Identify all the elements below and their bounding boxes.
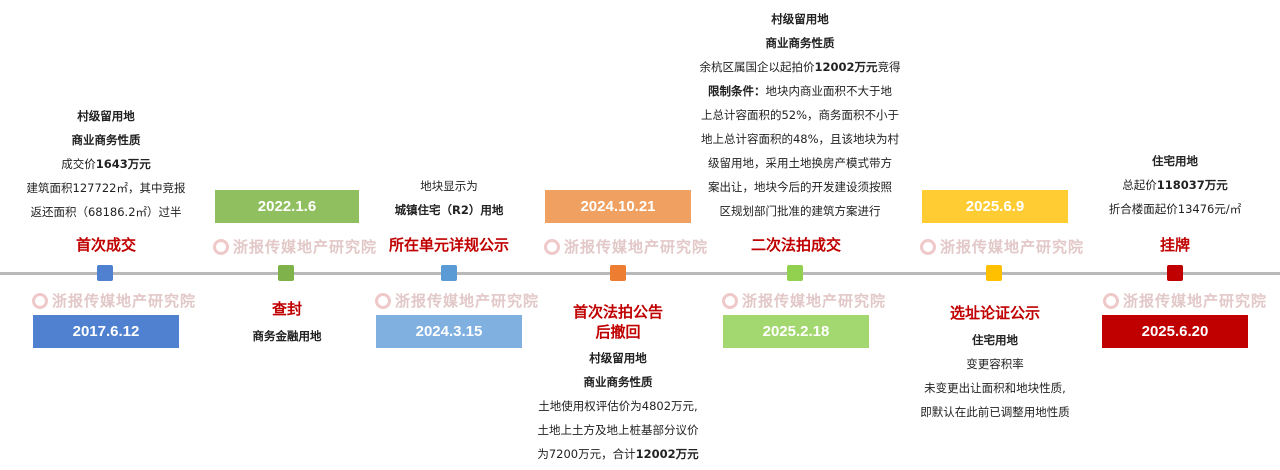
watermark-logo-icon [32, 292, 48, 309]
timeline-node-2024-10-21 [610, 265, 626, 281]
detail-line: 村级留用地 [771, 12, 829, 26]
timeline-node-2025-6-9 [986, 265, 1002, 281]
event-detail-unit-plan: 地块显示为 城镇住宅（R2）用地 [372, 174, 526, 222]
watermark-logo-icon [920, 238, 936, 255]
date-tag-2025-6-20: 2025.6.20 [1102, 315, 1248, 348]
title-line: 后撤回 [595, 323, 641, 341]
detail-line: 土地上土方及地上桩基部分议价 [537, 423, 699, 437]
date-tag-2024-10-21: 2024.10.21 [545, 190, 691, 223]
detail-line: 地块显示为 [420, 179, 478, 193]
watermark-logo-icon [213, 238, 229, 255]
detail-line: 住宅用地 [1152, 154, 1198, 168]
price-line: 总起价118037万元 [1122, 178, 1228, 192]
detail-line: 折合楼面起价13476元/㎡ [1108, 202, 1242, 216]
watermark: 浙报传媒地产研究院 [1103, 290, 1267, 311]
watermark: 浙报传媒地产研究院 [213, 236, 377, 257]
event-detail-site-selection: 住宅用地 变更容积率 未变更出让面积和地块性质, 即默认在此前已调整用地性质 [890, 328, 1100, 424]
detail-line: 城镇住宅（R2）用地 [394, 203, 504, 217]
timeline-node-2025-6-20 [1167, 265, 1183, 281]
detail-line: 土地使用权评估价为4802万元, [538, 399, 698, 413]
event-detail-first-auction: 村级留用地 商业商务性质 土地使用权评估价为4802万元, 土地上土方及地上桩基… [508, 346, 728, 466]
date-tag-2022-1-6: 2022.1.6 [215, 190, 359, 223]
total-line: 为7200万元，合计12002万元 [537, 447, 699, 461]
watermark-logo-icon [375, 292, 391, 309]
detail-line: 住宅用地 [972, 333, 1018, 347]
timeline-node-2017-6-12 [97, 265, 113, 281]
detail-line: 村级留用地 [589, 351, 647, 365]
detail-line: 上总计容面积的52%，商务面积不小于 [700, 108, 900, 122]
date-tag-2017-6-12: 2017.6.12 [33, 315, 179, 348]
watermark: 浙报传媒地产研究院 [375, 290, 539, 311]
detail-line: 商业商务性质 [583, 375, 653, 389]
detail-line: 案出让，地块今后的开发建设须按照 [708, 180, 892, 194]
detail-line: 级留用地，采用土地换房产模式带方 [708, 156, 892, 170]
event-title-unit-plan: 所在单元详规公示 [388, 236, 509, 254]
watermark-logo-icon [544, 238, 560, 255]
timeline-node-2025-2-18 [787, 265, 803, 281]
event-title-site-selection: 选址论证公示 [949, 304, 1040, 322]
event-detail-seizure: 商务金融用地 [252, 329, 322, 343]
watermark: 浙报传媒地产研究院 [722, 290, 886, 311]
event-title-second-auction-deal: 二次法拍成交 [750, 236, 841, 254]
detail-line: 即默认在此前已调整用地性质 [920, 405, 1070, 419]
event-detail-second-auction: 村级留用地 商业商务性质 余杭区属国企以起拍价12002万元竞得 限制条件：地块… [680, 7, 920, 223]
detail-line: 地上总计容面积的48%，且该地块为村 [700, 132, 900, 146]
date-tag-2024-3-15: 2024.3.15 [376, 315, 522, 348]
timeline-axis [0, 272, 1280, 275]
event-title-first-deal: 首次成交 [75, 236, 136, 254]
title-line: 首次法拍公告 [572, 303, 663, 321]
detail-line: 商业商务性质 [71, 133, 141, 147]
detail-line: 商业商务性质 [765, 36, 835, 50]
price-line: 余杭区属国企以起拍价12002万元竞得 [699, 60, 901, 74]
event-detail-first-deal: 村级留用地 商业商务性质 成交价1643万元 建筑面积127722㎡，其中竞报 … [6, 104, 206, 224]
detail-line: 返还面积（68186.2㎡）过半 [30, 205, 182, 219]
detail-line: 变更容积率 [966, 357, 1024, 371]
event-detail-listing: 住宅用地 总起价118037万元 折合楼面起价13476元/㎡ [1080, 149, 1270, 221]
event-title-seizure: 查封 [271, 300, 302, 318]
detail-line: 未变更出让面积和地块性质, [924, 381, 1066, 395]
detail-line: 村级留用地 [77, 109, 135, 123]
watermark: 浙报传媒地产研究院 [32, 290, 196, 311]
timeline-node-2022-1-6 [278, 265, 294, 281]
event-title-first-auction-withdrawn: 首次法拍公告 后撤回 [540, 302, 696, 342]
date-tag-2025-6-9: 2025.6.9 [922, 190, 1068, 223]
timeline-node-2024-3-15 [441, 265, 457, 281]
watermark-logo-icon [722, 292, 738, 309]
price-line: 成交价1643万元 [61, 157, 151, 171]
event-title-listing: 挂牌 [1159, 236, 1190, 254]
watermark: 浙报传媒地产研究院 [544, 236, 708, 257]
watermark: 浙报传媒地产研究院 [920, 236, 1084, 257]
detail-line: 建筑面积127722㎡，其中竞报 [26, 181, 186, 195]
detail-line: 区规划部门批准的建筑方案进行 [719, 204, 881, 218]
watermark-logo-icon [1103, 292, 1119, 309]
limit-line: 限制条件：地块内商业面积不大于地 [708, 84, 892, 98]
date-tag-2025-2-18: 2025.2.18 [723, 315, 869, 348]
